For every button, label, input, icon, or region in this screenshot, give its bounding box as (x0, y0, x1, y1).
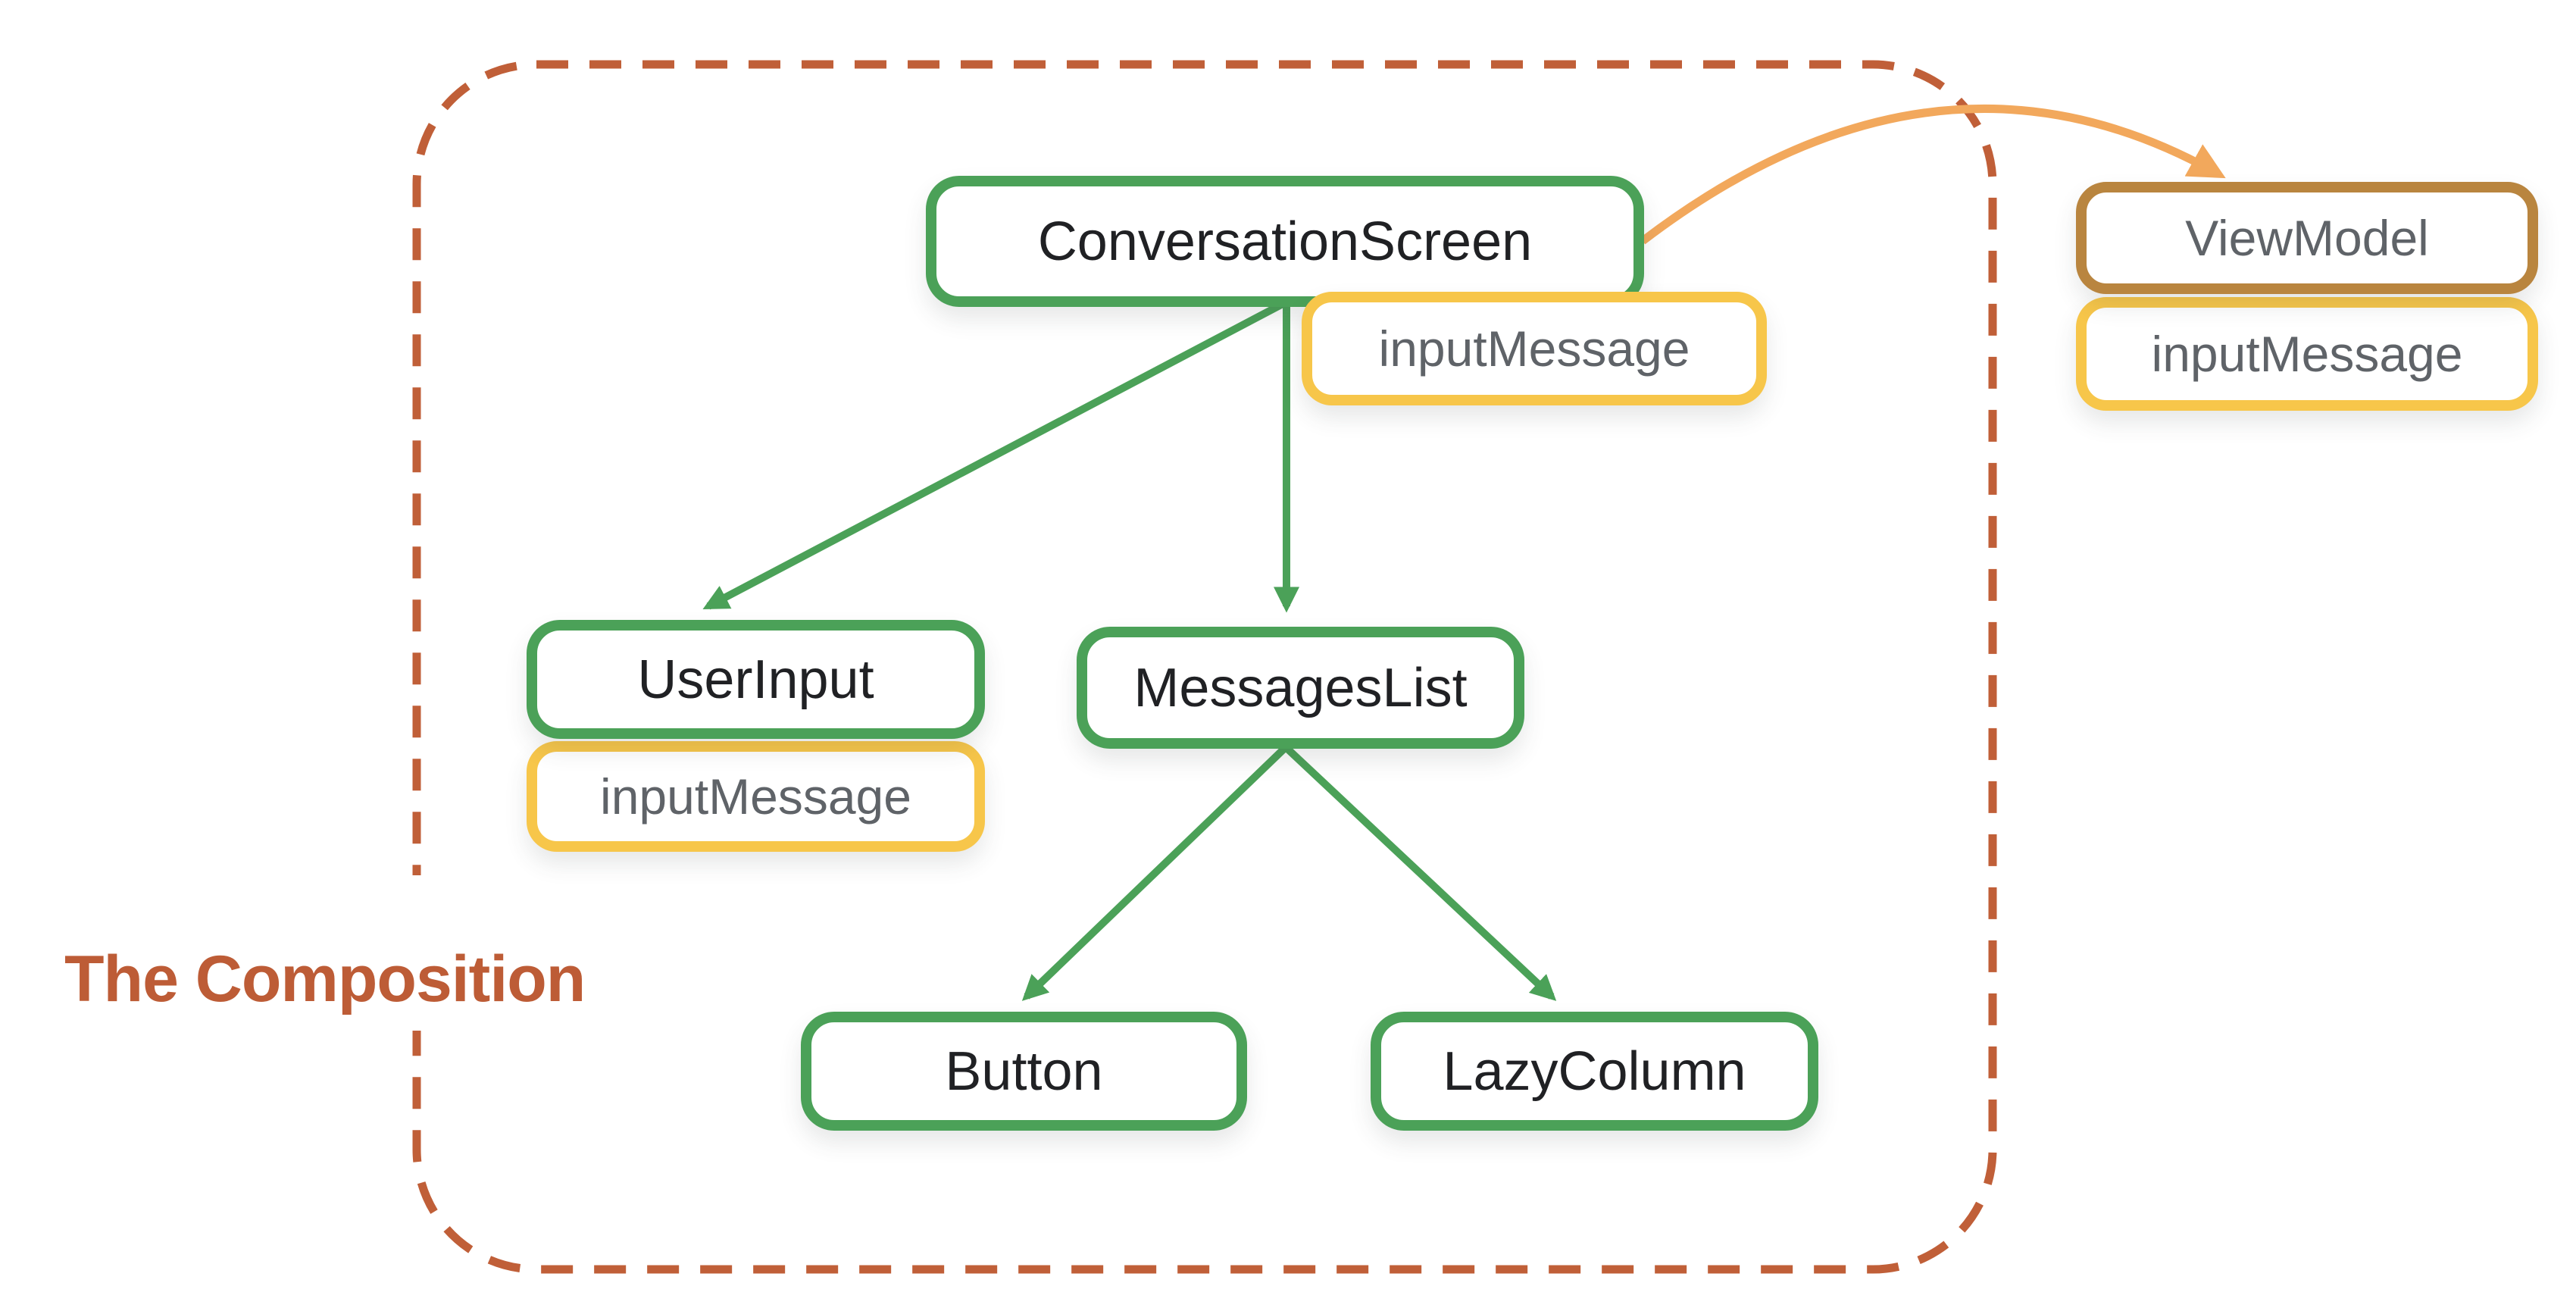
node-lazycolumn: LazyColumn (1371, 1012, 1818, 1131)
node-userinput: UserInput (527, 620, 985, 739)
node-inputmessage-conversationscreen: inputMessage (1302, 292, 1767, 405)
edge-conversationscreen-to-viewmodel (1640, 105, 2226, 245)
state-label: inputMessage (1378, 321, 1690, 377)
composable-label: LazyColumn (1443, 1040, 1746, 1102)
node-inputmessage-userinput: inputMessage (527, 741, 985, 852)
node-inputmessage-viewmodel: inputMessage (2076, 297, 2538, 411)
composable-label: ConversationScreen (1037, 211, 1533, 272)
boundary-title-gap (390, 875, 451, 1031)
node-viewmodel: ViewModel (2076, 182, 2538, 294)
node-button: Button (801, 1012, 1247, 1131)
node-conversationscreen: ConversationScreen (926, 176, 1644, 307)
edge-messageslist-to-button (1021, 744, 1289, 1001)
edge-messageslist-to-lazycolumn (1283, 744, 1557, 1001)
composable-label: UserInput (637, 649, 874, 710)
diagram-title: The Composition (64, 943, 586, 1015)
state-label: inputMessage (2151, 326, 2463, 382)
composition-boundary (412, 60, 1997, 1274)
state-label: inputMessage (600, 768, 911, 825)
node-messageslist: MessagesList (1077, 627, 1524, 749)
viewmodel-label: ViewModel (2185, 210, 2429, 266)
composable-label: MessagesList (1133, 657, 1468, 718)
edge-conversationscreen-to-userinput (702, 299, 1286, 610)
composable-label: Button (945, 1040, 1103, 1102)
